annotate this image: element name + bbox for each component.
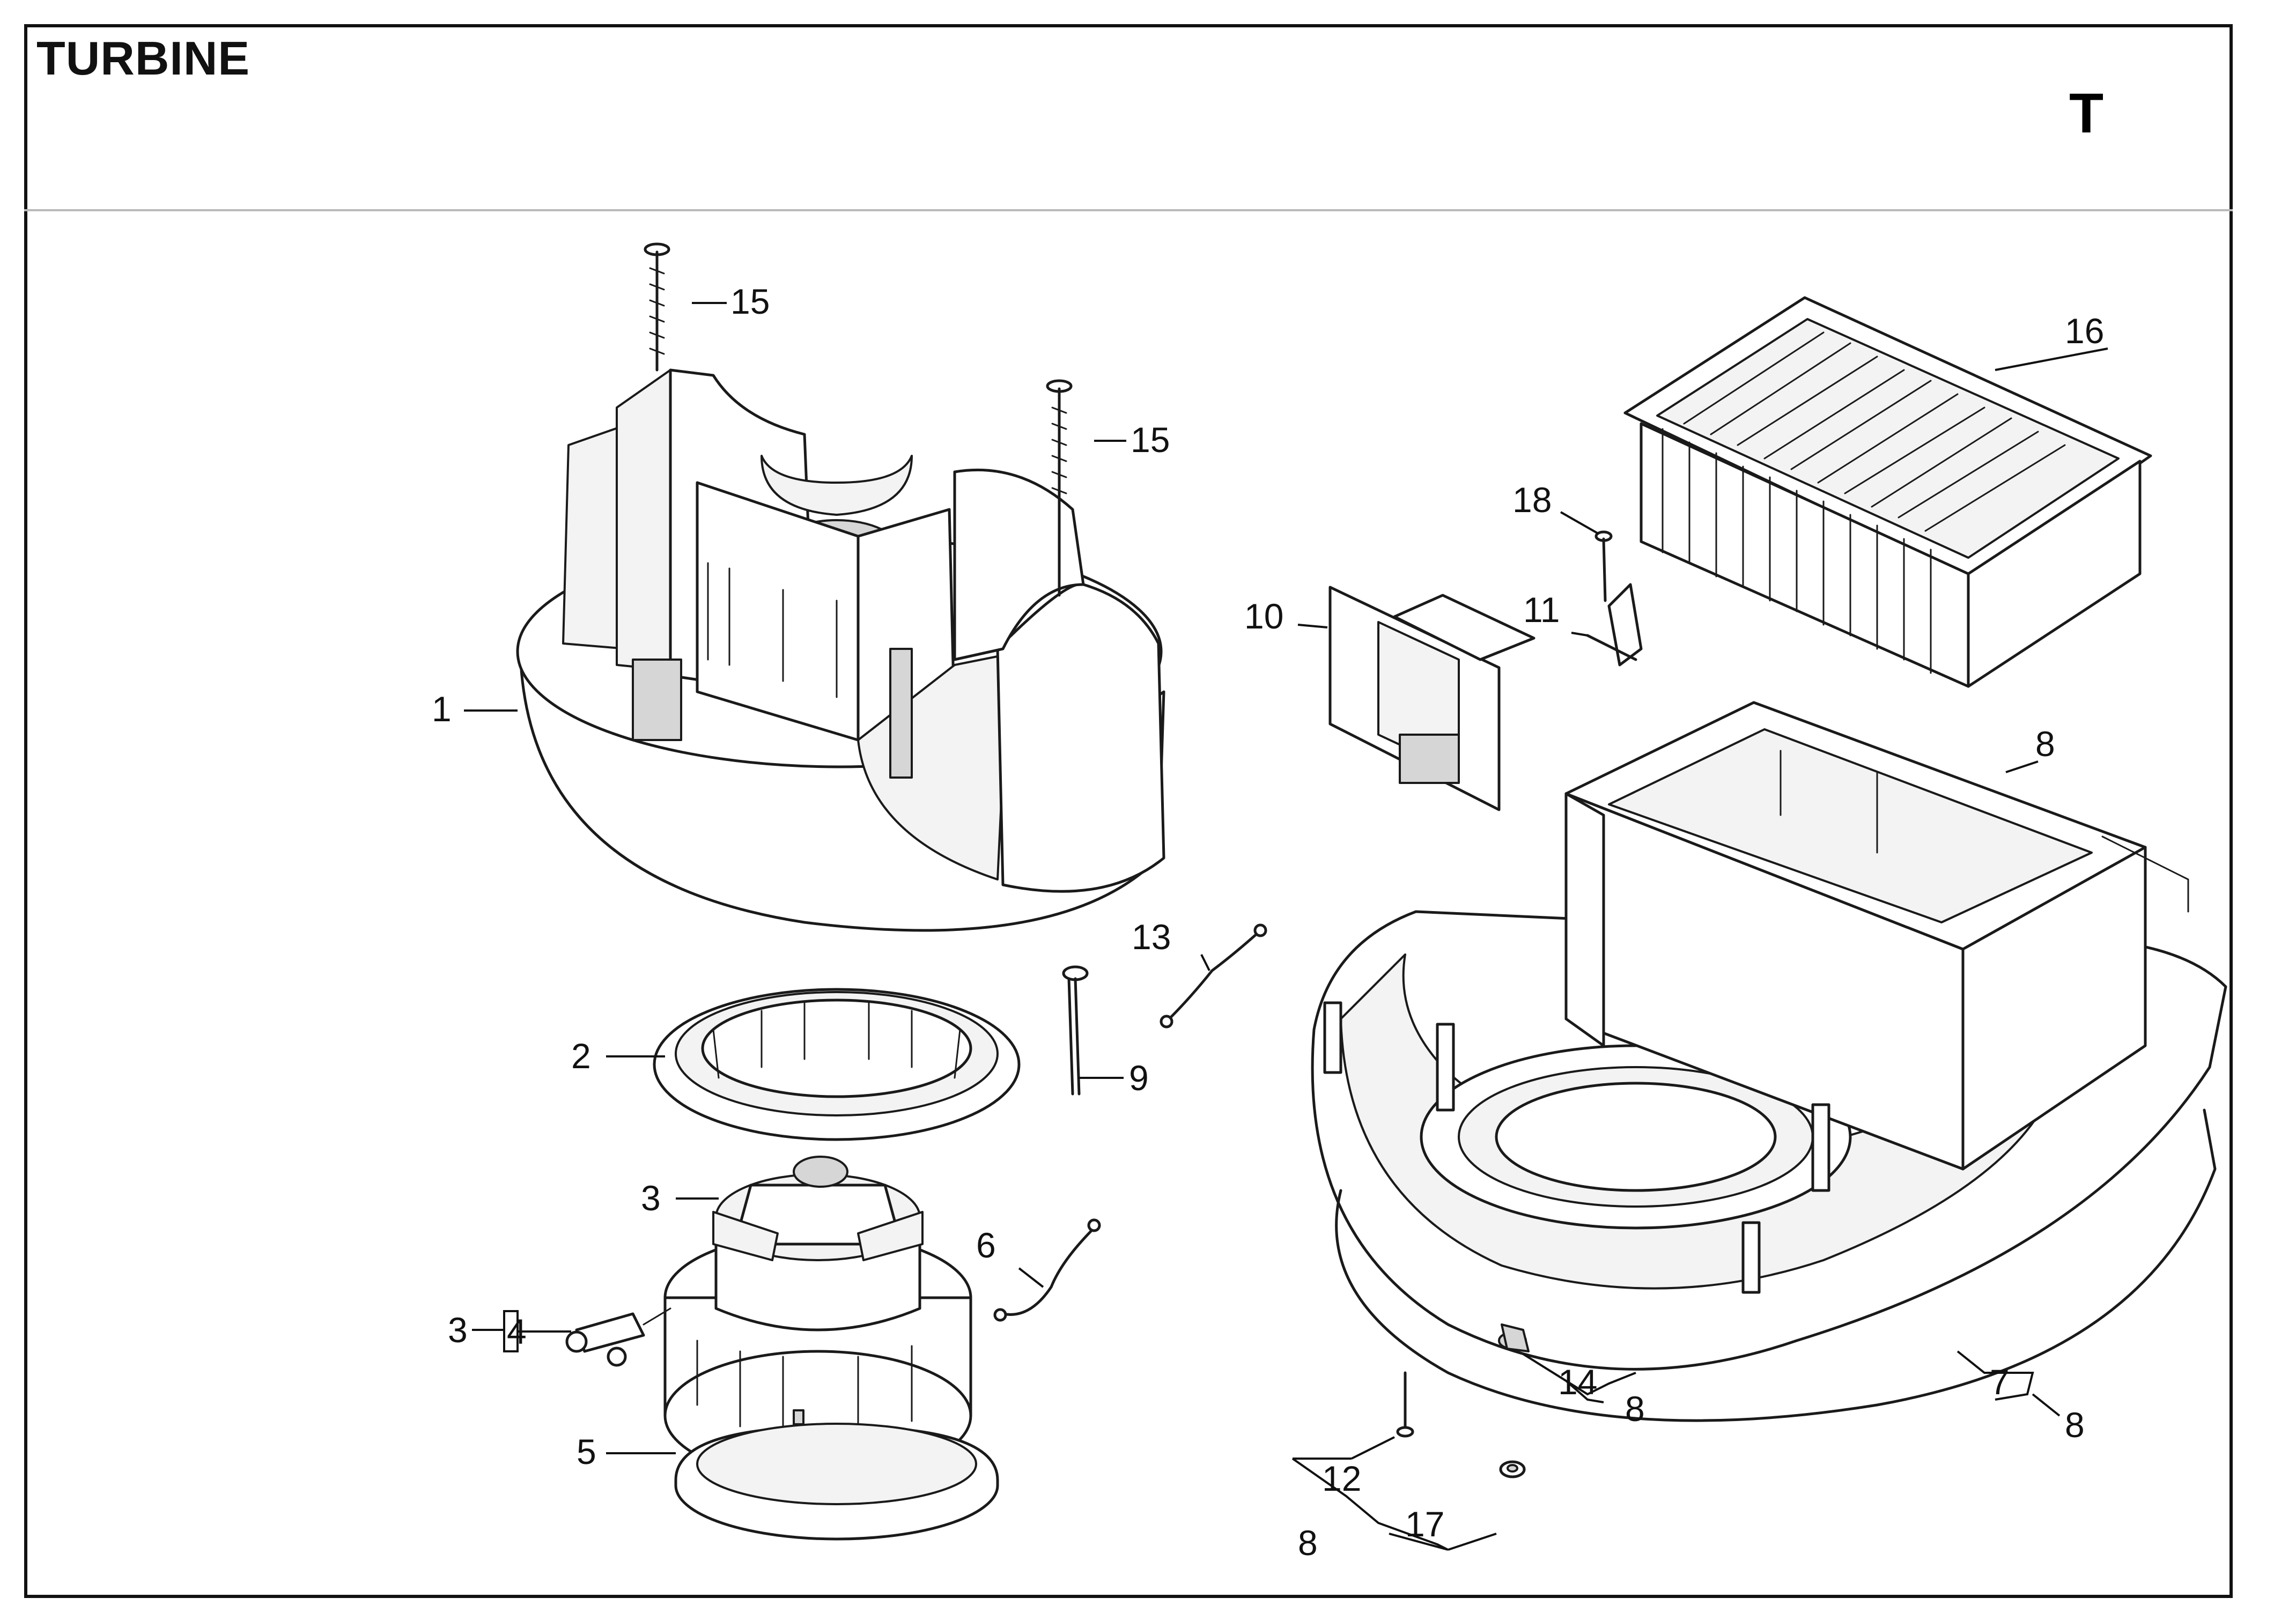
- screw-15-left: [644, 242, 670, 372]
- callout-1: 1: [432, 689, 452, 729]
- callout-8-clip: 8: [1625, 1389, 1645, 1429]
- part-16-filter: [1623, 296, 2152, 688]
- callout-8-gasket: 8: [2065, 1405, 2085, 1445]
- part-4-connector: [565, 1307, 671, 1367]
- part-8-lower-housing: [1311, 701, 2227, 1422]
- part-1-upper-housing: [516, 242, 1165, 932]
- callout-15-right: 15: [1131, 420, 1170, 460]
- part-9-screw: [1062, 965, 1089, 1096]
- header-divider: [24, 209, 2233, 211]
- callout-11: 11: [1523, 590, 1560, 630]
- part-2-seal-ring: [653, 988, 1021, 1141]
- part-12-screw: [1396, 1371, 1414, 1438]
- part-3-motor: [663, 1156, 972, 1482]
- callout-17: 17: [1405, 1504, 1444, 1544]
- callout-8-housing: 8: [2035, 724, 2055, 764]
- part-17-nut: [1499, 1460, 1526, 1478]
- callout-9: 9: [1129, 1058, 1149, 1098]
- callout-8-fasteners: 8: [1298, 1523, 1318, 1563]
- callout-labels: 15 15 1 2 3 3 4 5 6 9 13 10 11 18 16 8 1…: [432, 282, 2104, 1563]
- callout-14: 14: [1558, 1362, 1597, 1402]
- leader-lines: [464, 302, 2108, 1551]
- part-11-bracket: [1586, 583, 1643, 667]
- callout-6: 6: [976, 1225, 996, 1265]
- callout-18: 18: [1512, 480, 1552, 520]
- part-18-screw: [1594, 530, 1613, 602]
- callout-15-left: 15: [730, 282, 770, 321]
- callout-4: 4: [507, 1312, 527, 1351]
- part-10-circuit-board: [1328, 586, 1535, 811]
- section-letter: T: [2069, 82, 2104, 145]
- page-frame: [24, 24, 2233, 1598]
- callout-2: 2: [571, 1036, 591, 1076]
- callout-5: 5: [577, 1432, 596, 1471]
- screw-15-right: [1046, 379, 1073, 597]
- callout-3-motor: 3: [641, 1178, 661, 1218]
- part-13-cable: [1160, 923, 1267, 1029]
- callout-12: 12: [1322, 1459, 1361, 1498]
- callout-10: 10: [1244, 596, 1283, 636]
- page-title: TURBINE: [36, 32, 250, 85]
- part-14-clip: [1501, 1323, 1530, 1352]
- callout-16: 16: [2065, 311, 2104, 351]
- part-6-cable: [993, 1218, 1101, 1322]
- callout-13: 13: [1132, 917, 1171, 957]
- callout-7: 7: [1990, 1362, 2010, 1402]
- callout-3-prefix: 3: [448, 1310, 468, 1350]
- part-5-base-ring: [674, 1423, 999, 1541]
